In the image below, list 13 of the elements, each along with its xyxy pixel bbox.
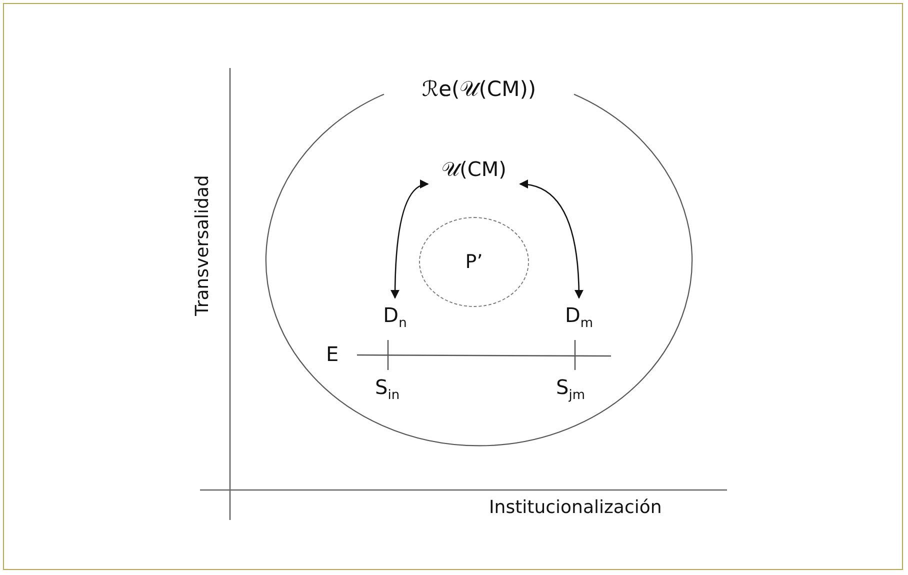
- axis-title: Institucionalización: [489, 498, 662, 518]
- circle-label: P’: [465, 252, 483, 272]
- variable-label: D$_{n}$: [375, 300, 415, 330]
- set-label: 𝒰(CM): [428, 154, 520, 184]
- double-arrow: [390, 180, 429, 299]
- ellipse-title: ℛe(𝒰(CM)): [420, 78, 538, 102]
- variable-label: D$_{m}$: [555, 300, 603, 330]
- scale-label: E: [326, 343, 339, 365]
- double-arrow: [519, 180, 584, 299]
- variable-label: S$_{in}$: [375, 376, 400, 404]
- variable-label: S$_{jm}$: [556, 376, 585, 404]
- dashed-circle: [419, 217, 529, 307]
- axis-title: Transversalidad: [193, 174, 213, 316]
